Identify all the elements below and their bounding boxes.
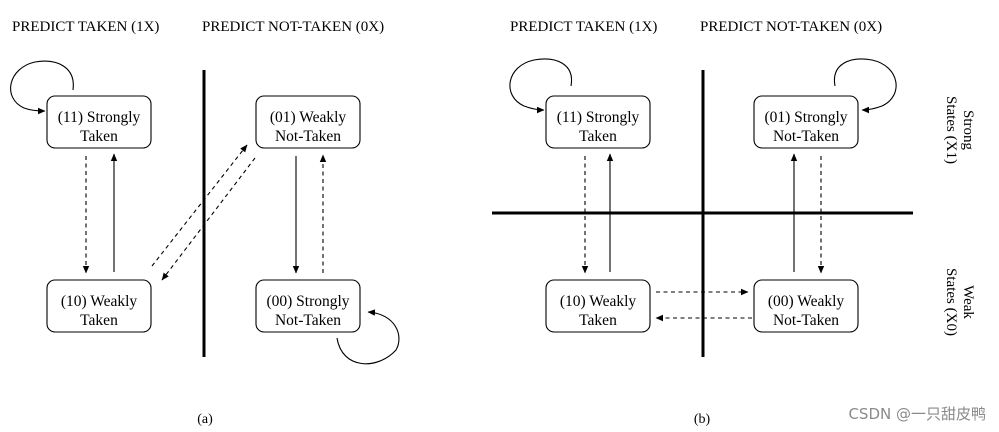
self-loop-11-a <box>10 60 74 115</box>
side-label-strong-line2: States (X1) <box>943 96 959 164</box>
arrow-10-to-01-a <box>151 144 248 267</box>
state-01-b: (01) Strongly Not-Taken <box>753 95 859 149</box>
state-11-b: (11) Strongly Taken <box>545 95 651 149</box>
self-loop-01-b <box>833 58 897 114</box>
state-10-b: (10) Weakly Taken <box>545 279 651 333</box>
diagram-a: PREDICT TAKEN (1X) PREDICT NOT-TAKEN (0X… <box>10 19 400 427</box>
state-00-a: (00) Strongly Not-Taken <box>255 279 361 333</box>
state-01-a-line2: Not-Taken <box>275 128 341 145</box>
state-00-b-line1: (00) Weakly <box>768 293 845 310</box>
state-01-b-line1: (01) Strongly <box>764 109 847 126</box>
state-10-a: (10) Weakly Taken <box>46 279 152 333</box>
side-label-strong: Strong States (X1) <box>943 96 976 164</box>
self-loop-11-b <box>509 58 573 114</box>
state-01-a-line1: (01) Weakly <box>270 109 347 126</box>
header-predict-not-taken-b: PREDICT NOT-TAKEN (0X) <box>700 19 882 35</box>
state-10-b-line2: Taken <box>579 312 617 329</box>
state-11-a: (11) Strongly Taken <box>46 95 152 149</box>
self-loop-00-a <box>336 309 400 365</box>
state-00-a-line1: (00) Strongly <box>266 293 349 310</box>
state-10-a-line1: (10) Weakly <box>61 293 138 310</box>
state-01-b-line2: Not-Taken <box>773 128 839 145</box>
state-00-b: (00) Weakly Not-Taken <box>753 279 859 333</box>
side-label-strong-line1: Strong <box>960 110 976 151</box>
watermark: CSDN @一只甜皮鸭 <box>848 405 986 423</box>
header-predict-taken-a: PREDICT TAKEN (1X) <box>12 19 159 35</box>
arrow-01-to-10-a <box>161 157 256 281</box>
header-predict-taken-b: PREDICT TAKEN (1X) <box>510 19 657 35</box>
header-predict-not-taken-a: PREDICT NOT-TAKEN (0X) <box>202 19 384 35</box>
side-label-weak-line1: Weak <box>960 285 976 319</box>
state-10-a-line2: Taken <box>80 312 118 329</box>
state-01-a: (01) Weakly Not-Taken <box>255 95 361 149</box>
state-00-b-line2: Not-Taken <box>773 312 839 329</box>
state-11-b-line2: Taken <box>579 128 617 145</box>
side-label-weak: Weak States (X0) <box>943 268 976 336</box>
caption-b: (b) <box>694 412 711 427</box>
state-11-b-line1: (11) Strongly <box>557 109 640 126</box>
side-label-weak-line2: States (X0) <box>943 268 959 336</box>
state-11-a-line1: (11) Strongly <box>58 109 141 126</box>
state-10-b-line1: (10) Weakly <box>560 293 637 310</box>
caption-a: (a) <box>197 412 213 427</box>
state-11-a-line2: Taken <box>80 128 118 145</box>
state-00-a-line2: Not-Taken <box>275 312 341 329</box>
diagram-b: PREDICT TAKEN (1X) PREDICT NOT-TAKEN (0X… <box>492 19 976 427</box>
